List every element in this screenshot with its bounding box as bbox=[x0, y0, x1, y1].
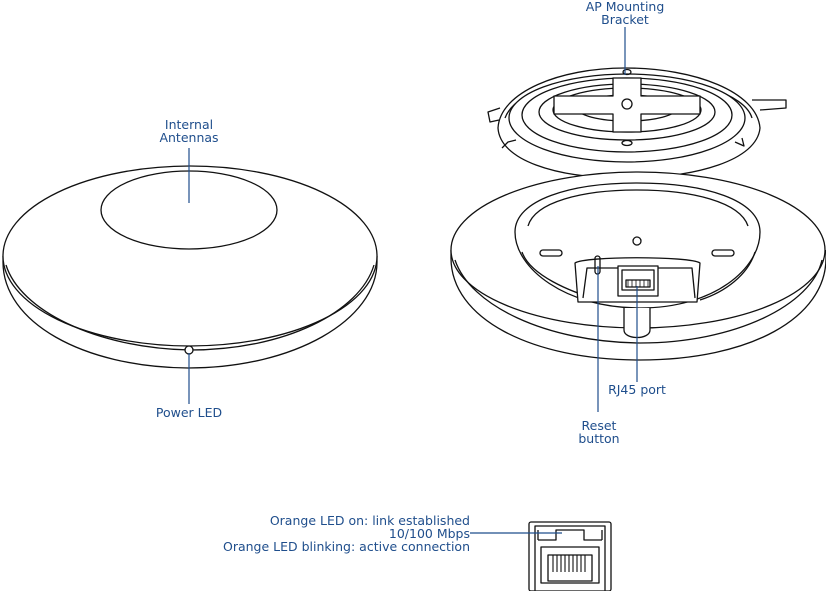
access-point-front bbox=[2, 165, 378, 369]
rj45-port-closeup bbox=[528, 521, 612, 592]
label-ap-mounting-bracket: AP Mounting Bracket bbox=[576, 0, 674, 26]
label-led-blinking: Orange LED blinking: active connection bbox=[222, 539, 470, 554]
label-reset-button-line1: Reset bbox=[581, 418, 617, 433]
label-internal-antennas: Internal Antennas bbox=[140, 118, 238, 144]
label-ap-mounting-bracket-line1: AP Mounting bbox=[585, 0, 665, 14]
label-led-speed: 10/100 Mbps bbox=[388, 526, 470, 541]
rj45-port bbox=[617, 265, 659, 297]
label-led-legend: Orange LED on: link established 10/100 M… bbox=[200, 514, 470, 553]
power-led-indicator bbox=[184, 345, 194, 355]
mounting-bracket bbox=[487, 67, 787, 179]
label-reset-button-line2: button bbox=[578, 431, 620, 446]
label-ap-mounting-bracket-line2: Bracket bbox=[601, 12, 649, 27]
label-rj45-port: RJ45 port bbox=[608, 382, 666, 397]
label-internal-antennas-line2: Antennas bbox=[159, 130, 219, 145]
label-internal-antennas-line1: Internal bbox=[164, 117, 214, 132]
label-reset-button: Reset button bbox=[550, 419, 648, 445]
access-point-rear bbox=[450, 171, 826, 361]
label-led-on: Orange LED on: link established bbox=[269, 513, 470, 528]
label-power-led: Power LED bbox=[155, 405, 223, 420]
